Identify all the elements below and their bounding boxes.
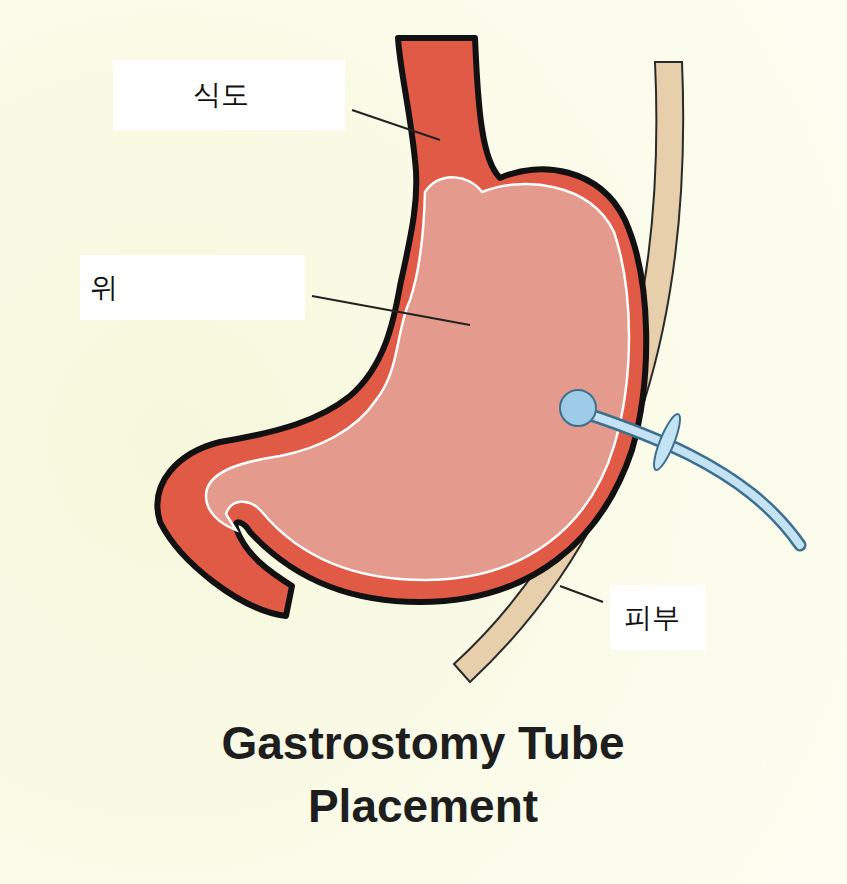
stomach-inner [206,177,629,580]
diagram-title: Gastrostomy Tube Placement [143,712,703,839]
leader-line [560,586,603,602]
gastrostomy-tube [588,414,800,545]
tube-flange [649,412,684,473]
tube-outline [588,414,800,545]
part-label-box: 위 [80,255,305,320]
tube-balloon [560,390,596,426]
part-label: 피부 [624,599,680,637]
leader-line [312,296,470,325]
part-label-box: 식도 [113,60,345,130]
part-label-box: 피부 [610,585,706,650]
leader-line [352,110,440,140]
part-label: 위 [90,269,118,307]
part-label: 식도 [193,76,249,114]
